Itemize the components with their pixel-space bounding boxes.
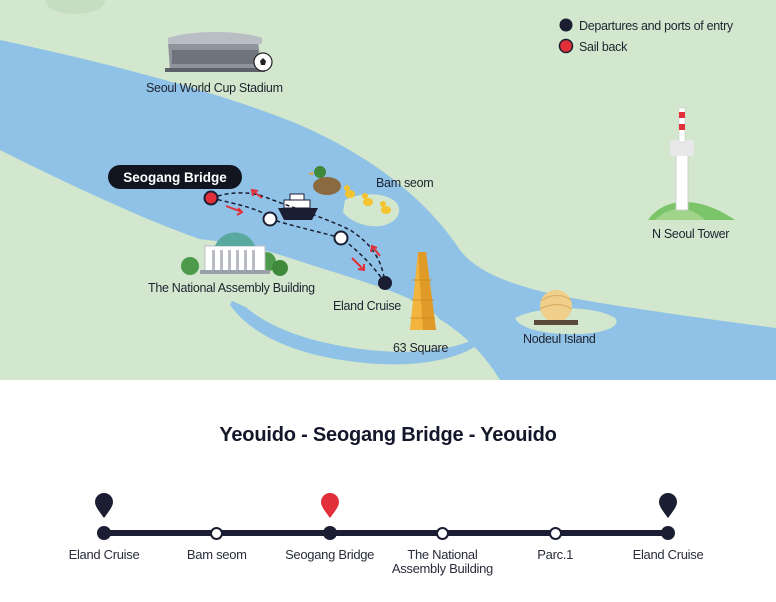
land-corner-shape <box>45 0 105 14</box>
sailback-pin-icon <box>320 493 339 518</box>
departure-pin-icon <box>95 493 113 518</box>
legend: Departures and ports of entry Sail back <box>558 18 734 54</box>
n-seoul-tower-icon <box>648 107 735 220</box>
stadium-icon <box>165 32 265 72</box>
timeline-stop-dot <box>548 526 562 540</box>
legend-departure-label: Departures and ports of entry <box>579 19 734 33</box>
nodeul-label: Nodeul Island <box>523 332 596 346</box>
timeline-stop-dot <box>322 526 337 540</box>
63-square-icon <box>410 252 436 330</box>
legend-sailback-dot <box>558 38 574 54</box>
63-square-label: 63 Square <box>393 341 448 355</box>
route-title: Yeouido - Seogang Bridge - Yeouido <box>219 424 557 446</box>
seogang-bridge-badge: Seogang Bridge <box>108 165 242 189</box>
duckling-icons <box>344 185 391 214</box>
route-timeline: Eland Cruise Bam seom Seogang Bridge The Na… <box>0 480 776 602</box>
seogang-bridge-badge-label: Seogang Bridge <box>123 170 227 185</box>
eland-label: Eland Cruise <box>333 299 401 313</box>
timeline-line <box>104 530 668 536</box>
national-assembly-icon <box>181 232 288 276</box>
cruise-ship-icon <box>278 193 318 220</box>
legend-sailback-label: Sail back <box>579 40 628 54</box>
nodeul-island-icon <box>534 290 578 325</box>
stadium-label: Seoul World Cup Stadium <box>146 81 283 95</box>
bamseom-label: Bam seom <box>376 176 433 190</box>
timeline-stop-dot <box>97 526 111 540</box>
timeline-stop-label: Parc.1 <box>537 547 574 562</box>
route-map: Seoul World Cup Stadium Departures and p… <box>0 0 776 380</box>
legend-departure-dot <box>559 18 573 32</box>
timeline-stop-dot <box>435 526 449 540</box>
seogang-stop-marker <box>203 190 219 206</box>
assembly-stop-marker <box>333 230 349 246</box>
tower-label: N Seoul Tower <box>652 227 729 241</box>
timeline-stop-label: Eland Cruise <box>68 547 140 562</box>
departure-pin-icon <box>659 493 677 518</box>
timeline-stop-dot <box>210 526 224 540</box>
soccer-ball-icon <box>253 52 273 72</box>
eland-stop-marker <box>378 276 392 290</box>
timeline-stop-dot <box>661 526 675 540</box>
timeline-stop-label: Eland Cruise <box>632 547 704 562</box>
bamseom-stop-marker <box>262 211 278 227</box>
assembly-label: The National Assembly Building <box>148 281 315 295</box>
timeline-stop-label: Bam seom <box>186 547 247 562</box>
duck-icon <box>308 166 341 195</box>
timeline-stop-label: Seogang Bridge <box>285 547 375 562</box>
yeouido-channel <box>230 295 490 365</box>
sailback-arrows <box>225 188 381 272</box>
cruise-route <box>210 192 386 284</box>
